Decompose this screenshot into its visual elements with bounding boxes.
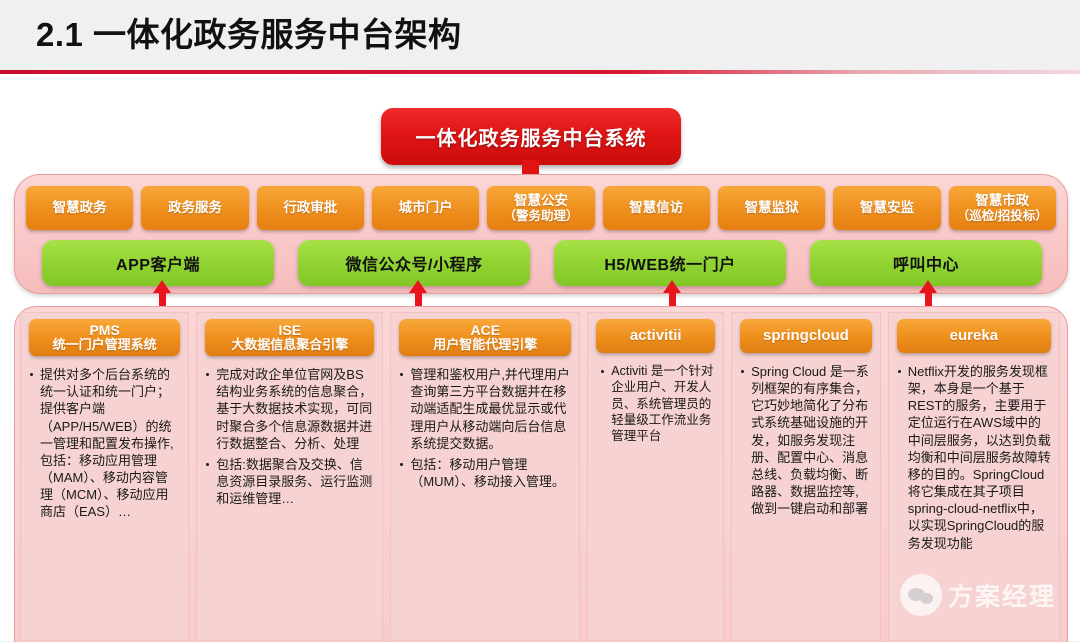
component-body-pms: 提供对多个后台系统的统一认证和统一门户；提供客户端（APP/H5/WEB）的统一… <box>21 356 188 528</box>
component-title: ISE <box>278 322 302 338</box>
component-body-eureka: Netflix开发的服务发现框架，本身是一个基于REST的服务，主要用于定位运行… <box>889 353 1059 560</box>
arrow-stem-wechat <box>415 292 422 306</box>
channel-item-2[interactable]: 行政审批 <box>256 186 364 230</box>
channel-label-line2: （警务助理） <box>503 208 579 223</box>
channel-label-line1: 智慧安监 <box>859 200 914 216</box>
component-header-pms[interactable]: PMS 统一门户管理系统 <box>29 319 181 357</box>
component-column-eureka: eureka Netflix开发的服务发现框架，本身是一个基于REST的服务，主… <box>887 312 1060 641</box>
component-header-ise[interactable]: ISE 大数据信息聚合引擎 <box>205 319 375 357</box>
arrow-stem-callcenter <box>925 292 932 306</box>
component-column-ace: ACE 用户智能代理引擎 管理和鉴权用户,并代理用户查询第三方平台数据并在移动端… <box>390 312 581 641</box>
component-title: ACE <box>470 322 501 338</box>
component-column-pms: PMS 统一门户管理系统 提供对多个后台系统的统一认证和统一门户；提供客户端（A… <box>20 312 190 641</box>
component-column-springcloud: springcloud Spring Cloud 是一系列框架的有序集合，它巧妙… <box>731 312 881 641</box>
component-body-ace: 管理和鉴权用户,并代理用户查询第三方平台数据并在移动端适配生成最优显示或代理用户… <box>391 356 579 498</box>
component-body-ise: 完成对政企单位官网及BS结构业务系统的信息聚合，基于大数据技术实现，可同时聚合多… <box>197 356 382 515</box>
channel-label-line1: 智慧监狱 <box>744 200 799 216</box>
component-title: springcloud <box>763 327 849 345</box>
arrow-stem-app <box>159 292 166 306</box>
component-header-eureka[interactable]: eureka <box>896 319 1051 353</box>
component-column-activiti: activitii Activiti 是一个针对企业用户、开发人员、系统管理员的… <box>587 312 725 641</box>
component-bullet: 管理和鉴权用户,并代理用户查询第三方平台数据并在移动端适配生成最优显示或代理用户… <box>399 366 571 452</box>
component-bullet: Spring Cloud 是一系列框架的有序集合，它巧妙地简化了分布式系统基础设… <box>740 363 872 517</box>
channel-item-1[interactable]: 政务服务 <box>141 186 249 230</box>
arrow-up-wechat <box>409 280 427 293</box>
channel-label-line1: 政务服务 <box>167 200 222 216</box>
channel-label-line2: （巡检/招投标） <box>956 208 1048 223</box>
arrow-stem-h5web <box>669 292 676 306</box>
arrow-up-callcenter <box>919 280 937 293</box>
channel-item-3[interactable]: 城市门户 <box>371 186 480 230</box>
channel-item-8[interactable]: 智慧市政 （巡检/招投标） <box>948 186 1056 230</box>
component-bullet: 包括：移动用户管理（MUM）、移动接入管理。 <box>399 456 571 490</box>
page-title: 2.1 一体化政务服务中台架构 <box>36 16 462 53</box>
channel-item-4[interactable]: 智慧公安 （警务助理） <box>487 186 595 230</box>
terminal-label: 呼叫中心 <box>892 257 959 274</box>
component-header-activiti[interactable]: activitii <box>596 319 716 353</box>
system-title-box: 一体化政务服务中台系统 <box>381 108 681 165</box>
system-title-label: 一体化政务服务中台系统 <box>415 128 647 150</box>
terminal-item-callcenter[interactable]: 呼叫中心 <box>810 240 1042 286</box>
component-bullet: Activiti 是一个针对企业用户、开发人员、系统管理员的轻量级工作流业务管理… <box>600 363 715 444</box>
terminal-item-app[interactable]: APP客户端 <box>42 240 274 286</box>
component-column-ise: ISE 大数据信息聚合引擎 完成对政企单位官网及BS结构业务系统的信息聚合，基于… <box>196 312 384 641</box>
arrow-up-app <box>153 280 171 293</box>
component-subtitle: 统一门户管理系统 <box>52 337 157 353</box>
components-columns: PMS 统一门户管理系统 提供对多个后台系统的统一认证和统一门户；提供客户端（A… <box>20 312 1060 641</box>
channel-label-line1: 城市门户 <box>398 200 453 216</box>
component-body-springcloud: Spring Cloud 是一系列框架的有序集合，它巧妙地简化了分布式系统基础设… <box>732 353 880 525</box>
component-bullet: 包括:数据聚合及交换、信息资源目录服务、运行监测和运维管理… <box>205 456 374 507</box>
component-title: PMS <box>89 322 120 338</box>
component-header-ace[interactable]: ACE 用户智能代理引擎 <box>399 319 572 357</box>
terminal-item-h5web[interactable]: H5/WEB统一门户 <box>554 240 786 286</box>
component-subtitle: 用户智能代理引擎 <box>433 337 538 353</box>
channel-label-line1: 智慧公安 <box>513 193 568 209</box>
business-channels-row: 智慧政务 政务服务 行政审批 城市门户 智慧公安 （警务助理） 智慧信访 智慧监… <box>26 186 1056 230</box>
component-header-springcloud[interactable]: springcloud <box>740 319 872 353</box>
channel-item-0[interactable]: 智慧政务 <box>26 186 134 230</box>
channel-item-6[interactable]: 智慧监狱 <box>717 186 826 230</box>
component-body-activiti: Activiti 是一个针对企业用户、开发人员、系统管理员的轻量级工作流业务管理… <box>588 353 723 452</box>
arrow-up-h5web <box>663 280 681 293</box>
component-subtitle: 大数据信息聚合引擎 <box>231 337 349 353</box>
channel-label-line1: 行政审批 <box>283 200 338 216</box>
terminal-item-wechat[interactable]: 微信公众号/小程序 <box>298 240 530 286</box>
channel-label-line1: 智慧信访 <box>629 200 684 216</box>
component-bullet: 提供对多个后台系统的统一认证和统一门户；提供客户端（APP/H5/WEB）的统一… <box>29 366 180 520</box>
terminal-channels-row: APP客户端 微信公众号/小程序 H5/WEB统一门户 呼叫中心 <box>42 240 1042 286</box>
channel-label-line1: 智慧市政 <box>975 193 1030 209</box>
component-bullet: Netflix开发的服务发现框架，本身是一个基于REST的服务，主要用于定位运行… <box>897 363 1051 552</box>
channel-label-line1: 智慧政务 <box>52 200 107 216</box>
channel-item-7[interactable]: 智慧安监 <box>833 186 941 230</box>
component-title: activitii <box>629 327 682 345</box>
component-title: eureka <box>949 327 999 345</box>
component-bullet: 完成对政企单位官网及BS结构业务系统的信息聚合，基于大数据技术实现，可同时聚合多… <box>205 366 374 452</box>
header-bar: 2.1 一体化政务服务中台架构 <box>0 0 1080 74</box>
title-underline-rule <box>0 70 1080 74</box>
channel-item-5[interactable]: 智慧信访 <box>602 186 710 230</box>
